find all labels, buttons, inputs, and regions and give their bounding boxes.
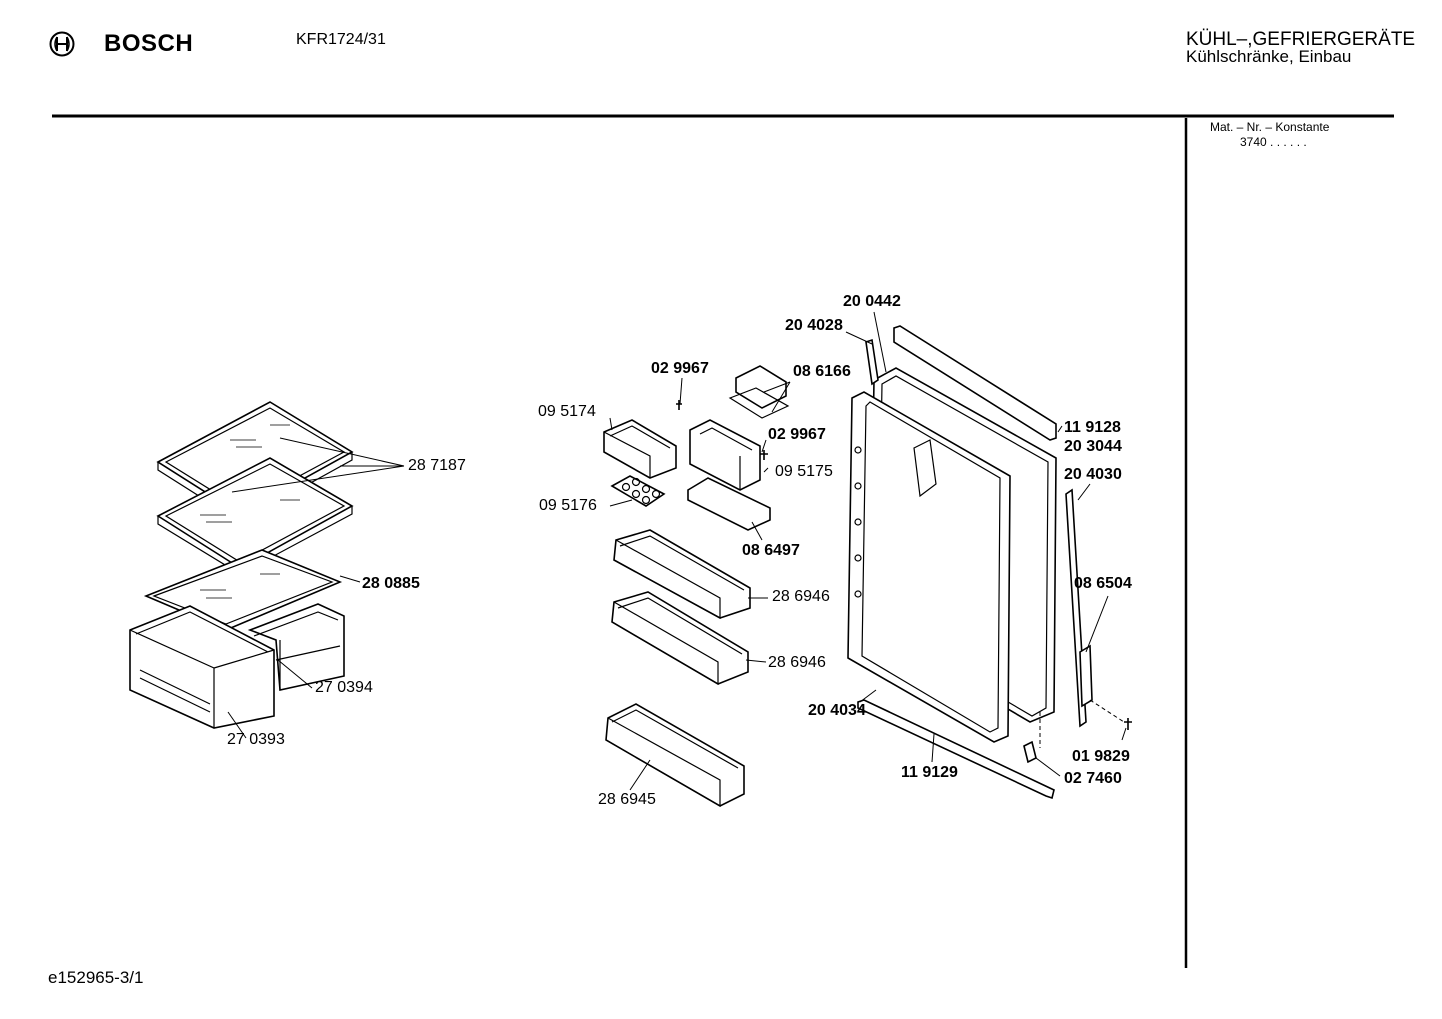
part-label: 08 6497 [742,542,800,559]
door-cover-strip-top [893,325,1057,441]
butter-box [603,419,677,479]
compartment-base [687,477,771,531]
door-shelf-middle [611,591,749,686]
hinge-screw [1124,718,1132,730]
door-inner-liner [847,391,1011,743]
assembly-dashed-line [1039,699,1125,748]
door-shelf-bottom [605,703,745,808]
screw-part [676,400,682,410]
part-label: 28 0885 [362,575,420,592]
part-label: 27 0394 [315,679,373,696]
butter-compartment-lid [728,365,790,419]
part-label: 20 4034 [808,702,866,719]
door-hinge-bracket [1079,644,1093,708]
document-code: e152965-3/1 [48,968,144,987]
category-title: KÜHL–,GEFRIERGERÄTE [1186,29,1416,50]
part-label: 09 5175 [775,463,833,480]
door-hinge-cap [1023,740,1037,764]
screw-part-2 [760,450,768,460]
material-number-label: Mat. – Nr. – Konstante [1210,120,1330,134]
door-cover-strip-bottom [857,699,1055,800]
material-constant: 3740 . . . . . . [1240,135,1307,149]
part-label: 11 9128 [1064,419,1121,436]
part-label: 28 6945 [598,791,656,808]
crisper-drawer-left [129,605,275,729]
part-label: 02 7460 [1064,770,1122,787]
category-subtitle: Kühlschränke, Einbau [1186,47,1352,66]
part-label: 20 3044 [1064,438,1122,455]
part-label: 08 6504 [1074,575,1132,592]
part-label: 28 6946 [768,654,826,671]
part-label: 20 4028 [785,317,843,334]
part-label: 01 9829 [1072,748,1130,765]
part-label: 08 6166 [793,363,851,380]
part-label: 02 9967 [768,426,826,443]
part-label: 27 0393 [227,731,285,748]
part-label: 20 0442 [843,293,901,310]
part-label: 09 5176 [539,497,597,514]
compartment-flap [689,419,761,491]
door-hinge-strip-left [865,338,879,386]
model-number: KFR1724/31 [296,31,386,48]
part-label: 02 9967 [651,360,709,377]
part-label: 28 6946 [772,588,830,605]
part-label: 09 5174 [538,403,596,420]
part-label: 11 9129 [901,764,958,781]
part-label: 28 7187 [408,457,466,474]
glass-shelf-middle [156,457,354,575]
brand-name: BOSCH [104,30,194,57]
crisper-drawer-right [247,603,345,691]
egg-tray [610,475,666,507]
bosch-armature-icon [49,31,75,57]
door-shelf-upper [613,529,751,620]
part-label: 20 4030 [1064,466,1122,483]
